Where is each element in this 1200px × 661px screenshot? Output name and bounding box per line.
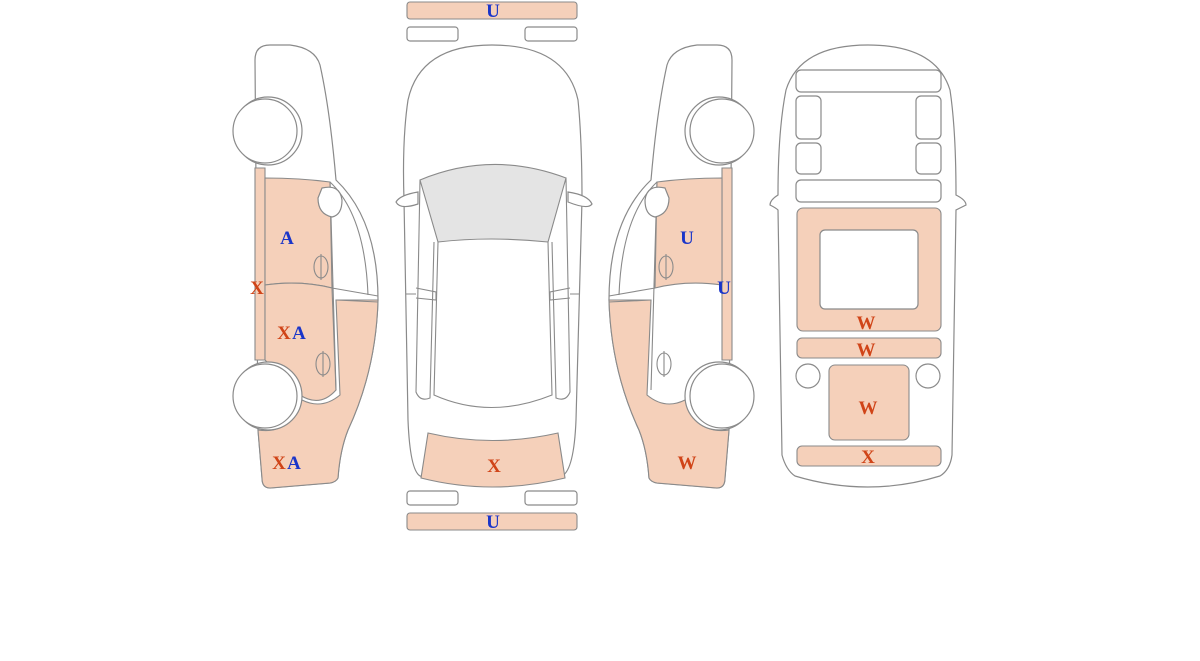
left-rocker-panel[interactable]: [254, 167, 266, 361]
seat-row-panel[interactable]: [796, 337, 942, 359]
code-left-rear-quarter-1: X: [272, 453, 286, 474]
windshield: [419, 163, 567, 243]
code-left-rocker: X: [250, 278, 264, 299]
code-right-rocker: U: [717, 278, 731, 299]
code-seat-row: W: [857, 340, 876, 361]
interior-view: W W W X: [769, 44, 967, 488]
left-door-handle-front: [313, 254, 329, 280]
rear-right-light: [524, 490, 578, 506]
right-door-handle-rear: [656, 351, 672, 377]
hood[interactable]: [420, 432, 566, 488]
code-hood: X: [487, 456, 501, 477]
right-side-glass: [551, 177, 571, 400]
code-front-bumper: U: [486, 1, 500, 22]
front-right-seat: [915, 95, 942, 140]
rear-right-seat-mount: [915, 363, 941, 389]
floor-center-opening: [819, 229, 919, 310]
code-rear-panel: X: [861, 447, 875, 468]
rear-bumper[interactable]: [406, 512, 578, 531]
front-left-footwell: [795, 142, 822, 175]
front-left-light: [406, 26, 459, 42]
left-front-wheel: [232, 98, 298, 164]
right-rear-wheel: [689, 363, 755, 429]
right-front-wheel: [689, 98, 755, 164]
roof-outline: [433, 241, 553, 409]
top-view-body-outline: [402, 44, 583, 487]
right-window-frame: [608, 181, 658, 391]
rear-left-seat-mount: [795, 363, 821, 389]
left-side-glass: [415, 179, 435, 400]
front-left-seat: [795, 95, 822, 140]
front-right-footwell: [915, 142, 942, 175]
rear-left-light: [406, 490, 459, 506]
left-side-view: A X X A X A: [232, 44, 379, 489]
code-left-rear-quarter-2: A: [287, 453, 301, 474]
left-window-frame: [329, 181, 379, 391]
left-door-handle-rear: [315, 351, 331, 377]
rear-panel[interactable]: [796, 445, 942, 467]
right-mirror: [644, 186, 670, 218]
top-view: U X U: [395, 1, 593, 533]
rear-floor-panel[interactable]: [828, 364, 910, 441]
center-console-bar: [795, 179, 942, 203]
right-door-handle-front: [658, 254, 674, 280]
left-rear-wheel: [232, 363, 298, 429]
left-mirror-top: [395, 191, 419, 208]
front-bumper[interactable]: [406, 1, 578, 20]
code-left-rear-door-1: X: [277, 323, 291, 344]
code-left-front-door: A: [280, 228, 294, 249]
right-rocker-panel[interactable]: [721, 167, 733, 361]
dashboard-panel: [795, 69, 942, 93]
code-right-front-door: U: [680, 228, 694, 249]
left-b-pillar: [406, 287, 437, 301]
code-left-rear-door-2: A: [292, 323, 306, 344]
left-mirror: [317, 186, 343, 218]
code-rear-floor: W: [859, 398, 878, 419]
front-right-light: [524, 26, 578, 42]
code-rear-bumper: U: [486, 512, 500, 533]
code-floor-center: W: [857, 313, 876, 334]
code-right-rear-quarter: W: [678, 453, 697, 474]
right-mirror-top: [567, 191, 593, 208]
right-b-pillar: [549, 287, 580, 301]
right-side-view: U U W: [608, 44, 755, 489]
